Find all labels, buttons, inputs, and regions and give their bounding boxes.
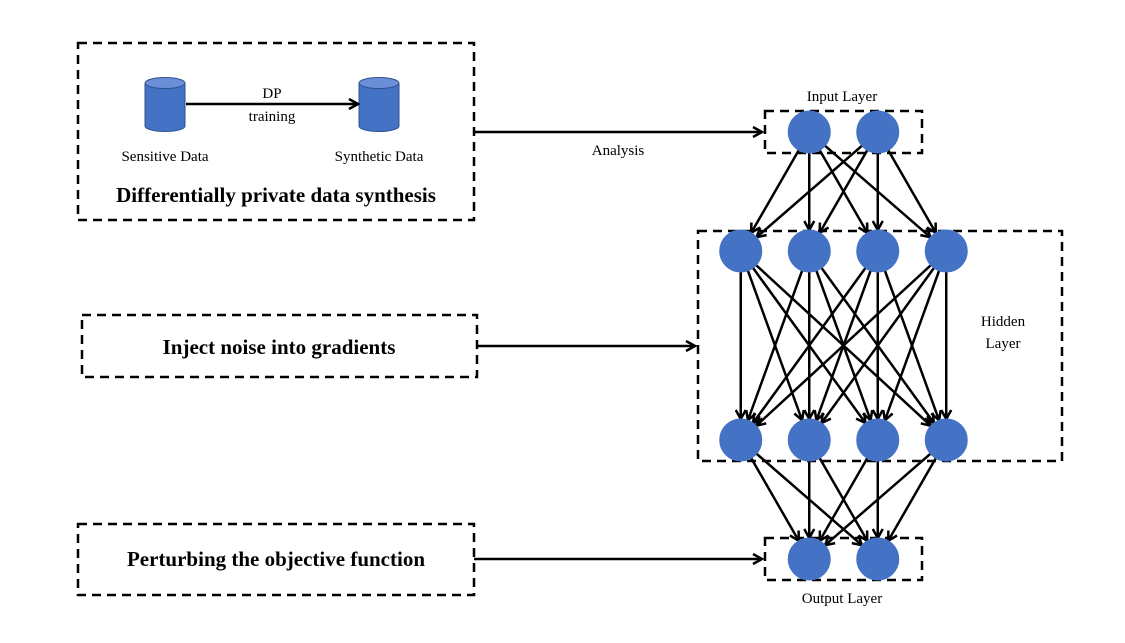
analysis-label: Analysis <box>592 143 645 159</box>
network-edge-hidden-1-0-to-hidden-2-1 <box>745 266 803 420</box>
network-edge-hidden-2-1-to-output-1 <box>816 454 868 541</box>
objective-box-title: Perturbing the objective function <box>127 547 425 571</box>
neuron-input-1 <box>856 110 900 154</box>
dp-training-label-line2: training <box>249 109 296 125</box>
network-edge-hidden-2-2-to-output-0 <box>820 454 871 541</box>
network-edge-hidden-1-3-to-hidden-2-2 <box>885 266 942 420</box>
neuron-hidden-1-3 <box>924 229 968 273</box>
dp-training-label-line1: DP <box>262 86 281 102</box>
sensitive-data-label: Sensitive Data <box>121 149 208 165</box>
network-edge-hidden-2-0-to-output-0 <box>748 454 799 541</box>
network-edge-hidden-1-2-to-hidden-2-3 <box>882 266 940 420</box>
input-layer-box <box>763 109 924 155</box>
neuron-input-0 <box>787 110 831 154</box>
network-edge-input-0-to-hidden-1-0 <box>751 146 802 233</box>
network-edge-hidden-1-1-to-hidden-2-2 <box>813 266 871 420</box>
neuron-hidden-1-1 <box>787 229 831 273</box>
neuron-hidden-1-2 <box>856 229 900 273</box>
network-edge-hidden-1-2-to-hidden-2-0 <box>753 264 869 423</box>
network-edge-hidden-1-3-to-hidden-2-1 <box>822 264 938 423</box>
neuron-hidden-2-0 <box>719 418 763 462</box>
hidden-layer-label-line2: Layer <box>986 336 1021 352</box>
network-edge-hidden-2-3-to-output-0 <box>825 450 935 545</box>
hidden-layer-label-line1: Hidden <box>981 314 1026 330</box>
objective-box-border <box>76 522 476 597</box>
neuron-output-1 <box>856 537 900 581</box>
gradient-box: Inject noise into gradients <box>80 313 479 379</box>
network-edge-input-0-to-hidden-1-2 <box>816 146 868 233</box>
neuron-hidden-2-1 <box>787 418 831 462</box>
network-edge-input-1-to-hidden-1-0 <box>757 142 866 237</box>
synthesis-box-title: Differentially private data synthesis <box>116 183 436 207</box>
network-edge-input-1-to-hidden-1-3 <box>885 146 936 233</box>
neuron-hidden-1-0 <box>719 229 763 273</box>
objective-box: Perturbing the objective function <box>76 522 476 597</box>
neuron-hidden-2-3 <box>924 418 968 462</box>
neuron-hidden-2-2 <box>856 418 900 462</box>
network-edges <box>741 142 947 545</box>
network-edge-hidden-2-3-to-output-1 <box>888 454 939 541</box>
input-layer-label: Input Layer <box>807 89 877 105</box>
synthesis-box: DP training Sensitive Data Synthetic Dat… <box>76 41 476 222</box>
output-layer-box <box>763 536 924 582</box>
network-edge-hidden-1-1-to-hidden-2-0 <box>748 266 805 420</box>
neuron-output-0 <box>787 537 831 581</box>
network-edge-hidden-1-3-to-hidden-2-0 <box>756 261 935 426</box>
network-edge-input-1-to-hidden-1-1 <box>820 146 871 233</box>
output-layer-label: Output Layer <box>802 591 882 607</box>
network-nodes <box>719 110 968 581</box>
synthetic-data-cylinder-icon <box>358 77 400 132</box>
network-edge-input-0-to-hidden-1-3 <box>821 142 930 237</box>
synthetic-data-label: Synthetic Data <box>335 149 424 165</box>
gradient-box-title: Inject noise into gradients <box>163 335 396 359</box>
sensitive-data-cylinder-icon <box>144 77 186 132</box>
